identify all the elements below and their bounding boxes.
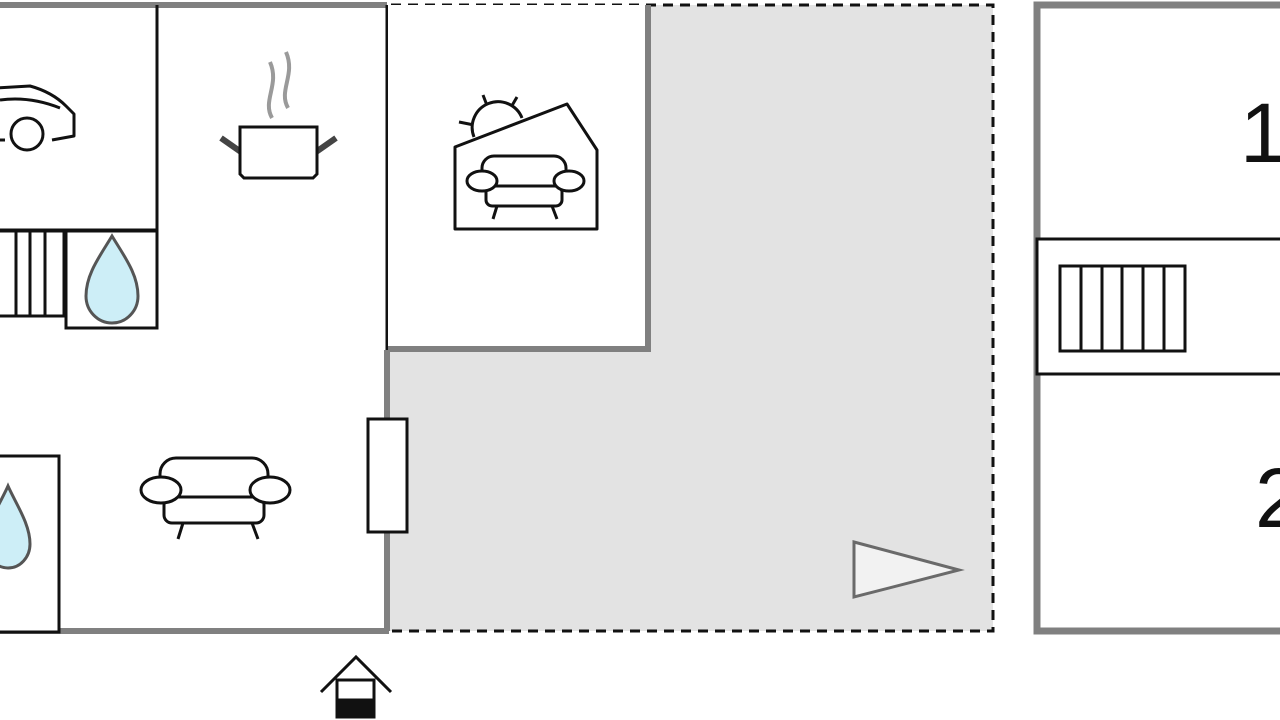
water-drop-icon	[0, 454, 61, 634]
entrance-icon	[319, 654, 393, 719]
upper-floor: 1 2	[1033, 1, 1280, 635]
room-number-2: 2	[1255, 451, 1280, 545]
water-drop-icon	[64, 229, 159, 330]
stairs-icon	[1058, 264, 1187, 353]
door-icon	[366, 417, 409, 534]
north-arrow-icon	[852, 540, 965, 599]
stairs-icon	[0, 229, 66, 318]
sun-icon	[458, 94, 524, 138]
conservatory-sofa-icon	[453, 94, 599, 231]
room-number-1: 1	[1240, 86, 1280, 180]
cooking-pot-icon	[219, 51, 338, 180]
car-icon	[0, 84, 76, 152]
sofa-icon	[139, 456, 292, 540]
